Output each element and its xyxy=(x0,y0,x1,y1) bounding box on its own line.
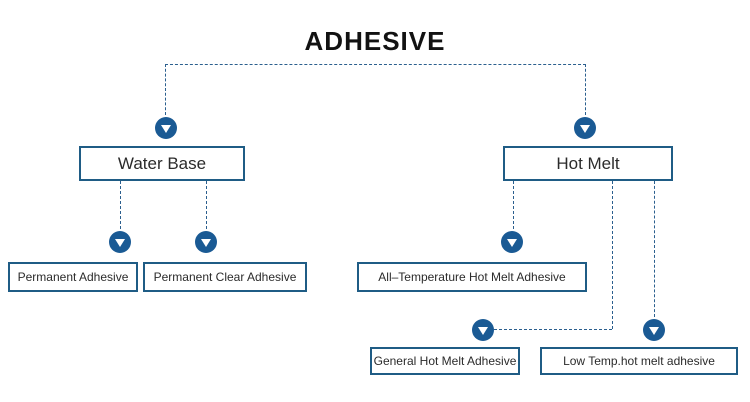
connector-root-to-hot-melt xyxy=(585,64,586,115)
diagram-title: ADHESIVE xyxy=(304,26,446,56)
down-arrow-icon xyxy=(195,231,217,253)
down-arrow-icon xyxy=(472,319,494,341)
connector-water-base-child-2 xyxy=(206,181,207,229)
down-arrow-icon xyxy=(155,117,177,139)
triangle-glyph xyxy=(161,125,171,133)
connector-water-base-child-1 xyxy=(120,181,121,229)
node-hot-melt: Hot Melt xyxy=(503,146,673,181)
node-permanent-adhesive: Permanent Adhesive xyxy=(8,262,138,292)
node-low-temp-hot-melt-adhesive: Low Temp.hot melt adhesive xyxy=(540,347,738,375)
down-arrow-icon xyxy=(501,231,523,253)
triangle-glyph xyxy=(478,327,488,335)
triangle-glyph xyxy=(201,239,211,247)
connector-hot-melt-child-3 xyxy=(654,181,655,317)
node-all-temperature-hot-melt-adhesive: All–Temperature Hot Melt Adhesive xyxy=(357,262,587,292)
connector-root-spine xyxy=(165,64,586,65)
connector-hot-melt-child-2-vertical xyxy=(612,181,613,329)
down-arrow-icon xyxy=(574,117,596,139)
node-water-base: Water Base xyxy=(79,146,245,181)
down-arrow-icon xyxy=(109,231,131,253)
triangle-glyph xyxy=(115,239,125,247)
node-general-hot-melt-adhesive: General Hot Melt Adhesive xyxy=(370,347,520,375)
triangle-glyph xyxy=(507,239,517,247)
connector-hot-melt-child-2-horizontal xyxy=(494,329,612,330)
connector-root-to-water-base xyxy=(165,64,166,115)
node-permanent-clear-adhesive: Permanent Clear Adhesive xyxy=(143,262,307,292)
down-arrow-icon xyxy=(643,319,665,341)
triangle-glyph xyxy=(649,327,659,335)
triangle-glyph xyxy=(580,125,590,133)
connector-hot-melt-child-1 xyxy=(513,181,514,229)
